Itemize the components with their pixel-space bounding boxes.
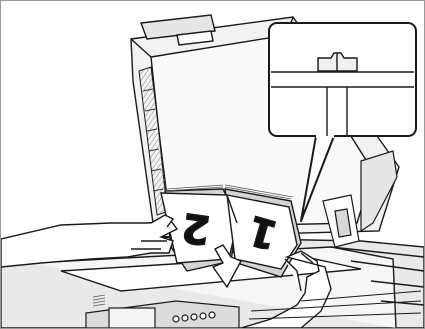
illustration-frame: 2 1 <box>0 0 425 329</box>
copier-book-placement-illustration: 2 1 <box>1 1 424 328</box>
